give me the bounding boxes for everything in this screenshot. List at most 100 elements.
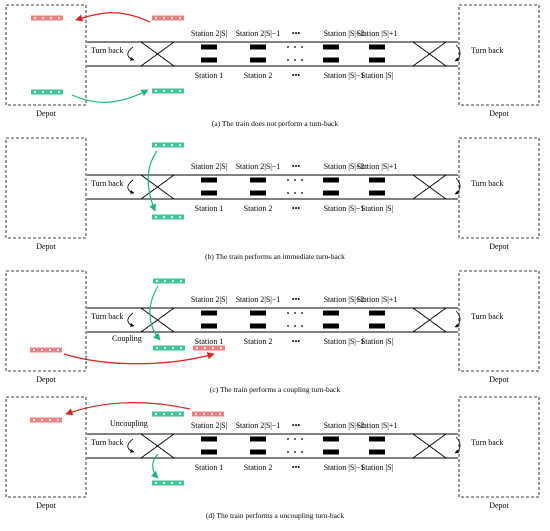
train-window [170,89,174,93]
depot-right-label: Depot [489,109,509,118]
depot-right [458,270,540,372]
station-label-lower: Station 1 [195,204,224,213]
inbound-train [153,345,185,351]
platform-upper [369,44,385,50]
inbound-arrow [71,89,149,103]
inbound-arrow [150,453,159,479]
train-window [179,279,183,283]
train-window [33,16,37,20]
train-window [202,412,206,416]
ellipsis-dot [301,325,303,327]
train-window [32,348,36,352]
outbound-train [193,345,225,351]
train-window [57,90,61,94]
train-window [49,16,53,20]
station-label-lower: Station |S|−1 [324,204,365,213]
train-window [178,215,182,219]
turn-back-right-arrow [454,310,461,328]
station-ellipsis-lower: ••• [292,71,301,80]
train-window [171,346,175,350]
crossover-line [412,41,447,67]
platform-upper [323,436,339,442]
train-window [178,143,182,147]
platform-upper [250,44,266,50]
train-window [170,143,174,147]
turn-back-left-arrow [127,438,135,453]
station-label-lower: Station |S| [361,204,393,213]
train-body [193,345,225,351]
ellipsis-dot [294,312,296,314]
station-label-lower: Station |S|−1 [324,337,365,346]
train-body [153,345,185,351]
ellipsis-dot [301,59,303,61]
depot-left-label: Depot [36,242,56,251]
platform-lower [369,449,385,455]
depot-right [458,137,540,239]
ellipsis-dot [287,438,289,440]
outbound-train [31,15,63,21]
train-window [49,90,53,94]
station-label-lower: Station 2 [244,337,273,346]
platform-lower [323,449,339,455]
platform-lower [323,323,339,329]
ellipsis-dot [301,438,303,440]
train-body [152,411,184,417]
train-window [178,412,182,416]
station-ellipsis-lower: ••• [292,463,301,472]
ellipsis-dot [294,46,296,48]
panel-caption: (a) The train does not perform a turn-ba… [212,119,339,128]
train-window [162,143,166,147]
train-window [154,481,158,485]
train-window [32,418,36,422]
station-label-upper: Station 2|S| [191,421,227,430]
ellipsis-dot [287,46,289,48]
ellipsis-dot [287,192,289,194]
station-label-upper: Station |S|+2 [324,421,365,430]
train-window [162,412,166,416]
station-label-lower: Station 2 [244,71,273,80]
train-window [162,215,166,219]
train-window [211,346,215,350]
inbound-train [152,411,184,417]
platform-lower [201,449,217,455]
train-window [170,481,174,485]
depot-left-label: Depot [36,501,56,510]
crossover-line [140,174,175,200]
outbound-train [192,411,224,417]
turn-back-right-label: Turn back [471,438,503,447]
ellipsis-dot [287,325,289,327]
train-window [56,348,60,352]
crossover-line [412,174,447,200]
platform-lower [323,190,339,196]
turn-back-right-label: Turn back [471,179,503,188]
platform-upper [323,177,339,183]
platform-lower [201,323,217,329]
station-ellipsis-upper: ••• [292,29,301,38]
train-window [178,481,182,485]
station-label-upper: Station |S|+1 [357,29,398,38]
train-window [203,346,207,350]
ellipsis-dot [294,438,296,440]
inbound-train [152,214,184,220]
outbound-arrow [65,401,191,416]
station-label-upper: Station |S|+1 [357,295,398,304]
platform-lower [201,57,217,63]
depot-right [458,396,540,498]
panel-caption: (b) The train performs an immediate turn… [205,252,345,261]
outbound-arrow [63,352,215,365]
depot-right-label: Depot [489,242,509,251]
crossover-line [140,307,175,333]
ellipsis-dot [294,179,296,181]
train-window [162,481,166,485]
turn-back-right-arrow [454,177,461,195]
platform-lower [369,57,385,63]
uncoupling-label: Uncoupling [110,419,148,428]
ellipsis-dot [301,312,303,314]
station-label-lower: Station |S|−1 [324,463,365,472]
turn-back-left-label: Turn back [91,46,123,55]
platform-upper [250,310,266,316]
platform-lower [201,190,217,196]
ellipsis-dot [287,312,289,314]
